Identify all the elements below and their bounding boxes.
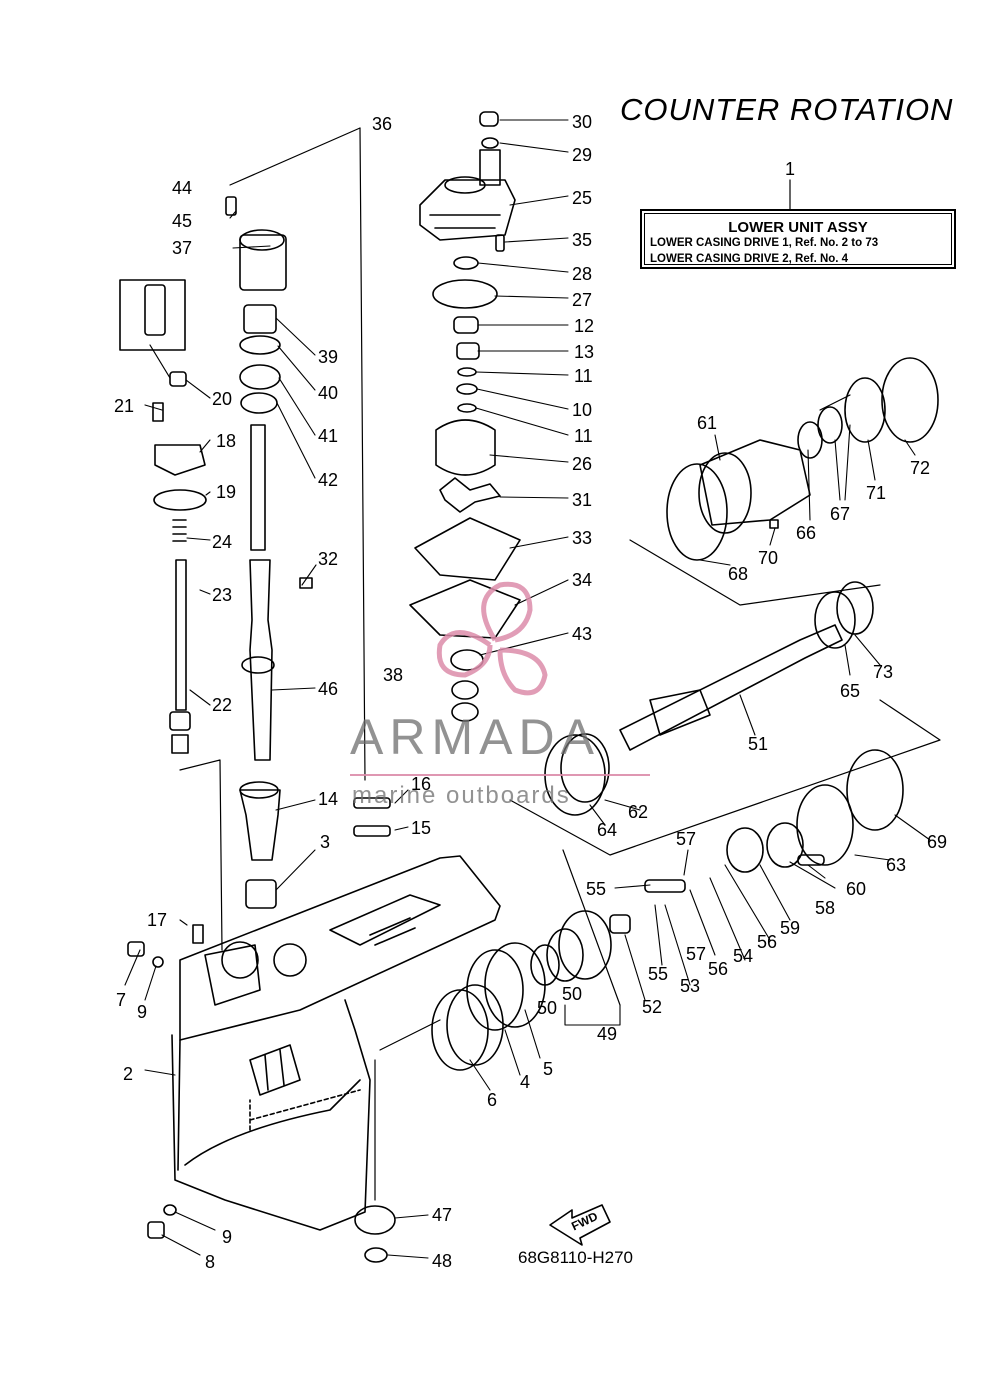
callout-46: 46 xyxy=(318,679,338,699)
shift-rod-assembly xyxy=(119,279,207,754)
callout-4: 4 xyxy=(520,1072,530,1092)
callout-9a: 9 xyxy=(137,1002,147,1022)
callout-40: 40 xyxy=(318,383,338,403)
callout-34: 34 xyxy=(572,570,592,590)
callout-53: 53 xyxy=(680,976,700,996)
callout-20: 20 xyxy=(212,389,232,409)
callout-7: 7 xyxy=(116,990,126,1010)
callout-50a: 50 xyxy=(537,998,557,1018)
callout-45: 45 xyxy=(172,211,192,231)
callout-71: 71 xyxy=(866,483,886,503)
callout-3: 3 xyxy=(320,832,330,852)
callout-5: 5 xyxy=(543,1059,553,1079)
callout-18: 18 xyxy=(216,431,236,451)
callout-72: 72 xyxy=(910,458,930,478)
callout-14: 14 xyxy=(318,789,338,809)
callout-labels: 1 2 3 4 5 6 7 8 9 9 10 11 11 12 13 14 15… xyxy=(114,112,947,1272)
assembly-info-box: LOWER UNIT ASSY LOWER CASING DRIVE 1, Re… xyxy=(640,209,956,269)
callout-67: 67 xyxy=(830,504,850,524)
callout-23: 23 xyxy=(212,585,232,605)
callout-63: 63 xyxy=(886,855,906,875)
callout-31: 31 xyxy=(572,490,592,510)
callout-48: 48 xyxy=(432,1251,452,1271)
assembly-lines xyxy=(149,127,941,1201)
callout-21: 21 xyxy=(114,396,134,416)
callout-37: 37 xyxy=(172,238,192,258)
callout-55a: 55 xyxy=(586,879,606,899)
watermark-underline xyxy=(350,774,650,776)
callout-49: 49 xyxy=(597,1024,617,1044)
callout-16: 16 xyxy=(411,774,431,794)
callout-2: 2 xyxy=(123,1064,133,1084)
gear-train xyxy=(127,577,904,1263)
callout-22: 22 xyxy=(212,695,232,715)
callout-6: 6 xyxy=(487,1090,497,1110)
callout-44: 44 xyxy=(172,178,192,198)
callout-47: 47 xyxy=(432,1205,452,1225)
callout-35: 35 xyxy=(572,230,592,250)
callout-33: 33 xyxy=(572,528,592,548)
callout-12: 12 xyxy=(574,316,594,336)
callout-57b: 57 xyxy=(686,944,706,964)
callout-19: 19 xyxy=(216,482,236,502)
callout-17: 17 xyxy=(147,910,167,930)
callout-39: 39 xyxy=(318,347,338,367)
callout-65: 65 xyxy=(840,681,860,701)
callout-11a: 11 xyxy=(574,366,593,386)
callout-1: 1 xyxy=(785,159,795,179)
callout-25: 25 xyxy=(572,188,592,208)
callout-55b: 55 xyxy=(648,964,668,984)
drive-shaft xyxy=(225,196,287,909)
callout-38: 38 xyxy=(383,665,403,685)
callout-51: 51 xyxy=(748,734,768,754)
callout-50b: 50 xyxy=(562,984,582,1004)
callout-59: 59 xyxy=(780,918,800,938)
callout-73: 73 xyxy=(873,662,893,682)
callout-36: 36 xyxy=(372,114,392,134)
watermark-brand: ARMADA xyxy=(350,709,600,765)
callout-13: 13 xyxy=(574,342,594,362)
lower-casing xyxy=(171,855,501,1231)
callout-15: 15 xyxy=(411,818,431,838)
callout-42: 42 xyxy=(318,470,338,490)
callout-27: 27 xyxy=(572,290,592,310)
callout-29: 29 xyxy=(572,145,592,165)
leader-lines xyxy=(124,119,931,1259)
water-pump-housing xyxy=(419,111,516,241)
callout-58: 58 xyxy=(815,898,835,918)
callout-54: 54 xyxy=(733,946,753,966)
watermark-tagline: marine outboards xyxy=(352,782,571,809)
diagram-heading: COUNTER ROTATION xyxy=(620,92,954,127)
diagram-code: 68G8110-H270 xyxy=(518,1248,633,1267)
bearing-housing xyxy=(666,357,939,561)
callout-52: 52 xyxy=(642,997,662,1017)
callout-26: 26 xyxy=(572,454,592,474)
callout-10: 10 xyxy=(572,400,592,420)
fwd-arrow xyxy=(549,1204,611,1246)
callout-69: 69 xyxy=(927,832,947,852)
callout-24: 24 xyxy=(212,532,232,552)
callout-64: 64 xyxy=(597,820,617,840)
callout-60: 60 xyxy=(846,879,866,899)
callout-56a: 56 xyxy=(708,959,728,979)
callout-9b: 9 xyxy=(222,1227,232,1247)
callout-11b: 11 xyxy=(574,426,593,446)
callout-8: 8 xyxy=(205,1252,215,1272)
callout-62: 62 xyxy=(628,802,648,822)
callout-70: 70 xyxy=(758,548,778,568)
callout-41: 41 xyxy=(318,426,338,446)
callout-68: 68 xyxy=(728,564,748,584)
callout-56b: 56 xyxy=(757,932,777,952)
propeller-shaft xyxy=(619,581,874,751)
callout-32: 32 xyxy=(318,549,338,569)
callout-30: 30 xyxy=(572,112,592,132)
callout-28: 28 xyxy=(572,264,592,284)
callout-43: 43 xyxy=(572,624,592,644)
callout-61: 61 xyxy=(697,413,717,433)
callout-57a: 57 xyxy=(676,829,696,849)
callout-66: 66 xyxy=(796,523,816,543)
watermark-logo xyxy=(436,581,548,696)
